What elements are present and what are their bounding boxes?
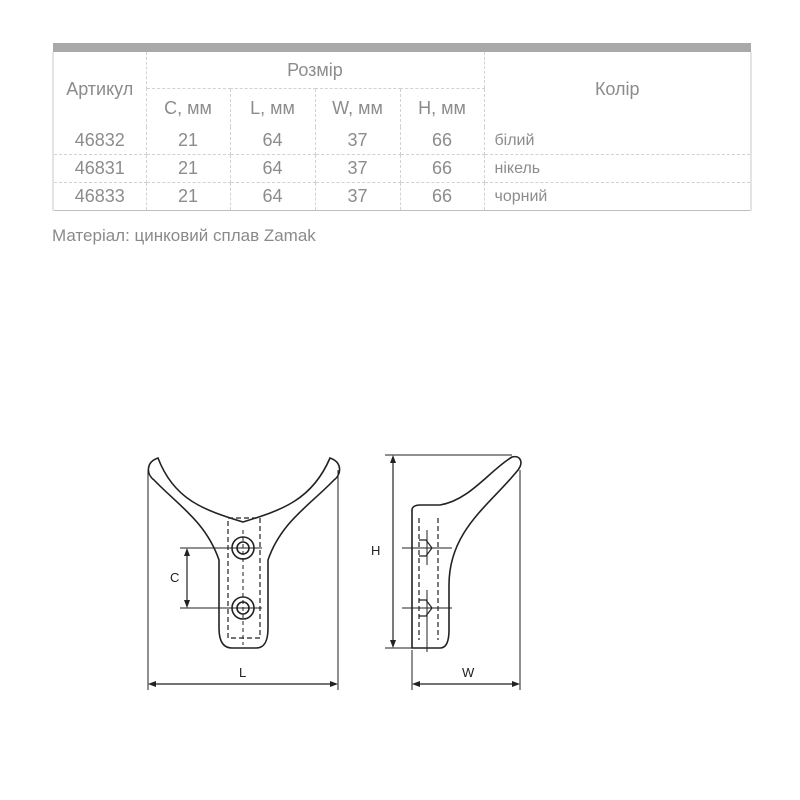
h-cell: 66: [400, 127, 485, 155]
c-cell: 21: [146, 182, 231, 211]
mount-plate-dashed: [227, 517, 261, 639]
l-cell: 64: [230, 127, 316, 155]
l-label: L: [239, 665, 246, 680]
l-header: L, мм: [230, 88, 316, 127]
color-header: Колір: [483, 52, 752, 127]
side-view: [385, 454, 522, 690]
w-cell: 37: [315, 154, 401, 183]
w-label: W: [462, 665, 475, 680]
l-cell: 64: [230, 154, 316, 183]
spec-table: Артикул Розмір Колір C, мм L, мм W, мм H…: [52, 43, 752, 211]
color-cell: чорний: [484, 182, 752, 211]
w-header: W, мм: [315, 88, 401, 127]
article-cell: 46833: [52, 182, 147, 211]
c-cell: 21: [146, 154, 231, 183]
h-cell: 66: [400, 182, 485, 211]
l-cell: 64: [230, 182, 316, 211]
w-cell: 37: [315, 127, 401, 155]
table-row: 46832 21 64 37 66 білий: [52, 127, 752, 155]
size-header: Розмір: [146, 52, 484, 89]
front-view: [147, 456, 341, 690]
hook-side-outline: [411, 455, 522, 649]
article-header: Артикул: [52, 52, 147, 127]
c-cell: 21: [146, 127, 231, 155]
h-label: H: [371, 543, 380, 558]
c-label: C: [170, 570, 179, 585]
table-top-bar: [53, 43, 751, 52]
h-header: H, мм: [400, 88, 485, 127]
table-row: 46833 21 64 37 66 чорний: [52, 182, 752, 211]
material-note: Матеріал: цинковий сплав Zamak: [52, 226, 316, 245]
hook-front-outline: [147, 456, 341, 649]
h-cell: 66: [400, 154, 485, 183]
color-cell: нікель: [484, 154, 752, 183]
c-header: C, мм: [146, 88, 231, 127]
table-row: 46831 21 64 37 66 нікель: [52, 154, 752, 183]
w-cell: 37: [315, 182, 401, 211]
article-cell: 46831: [52, 154, 147, 183]
color-cell: білий: [484, 127, 752, 155]
article-cell: 46832: [52, 127, 147, 155]
